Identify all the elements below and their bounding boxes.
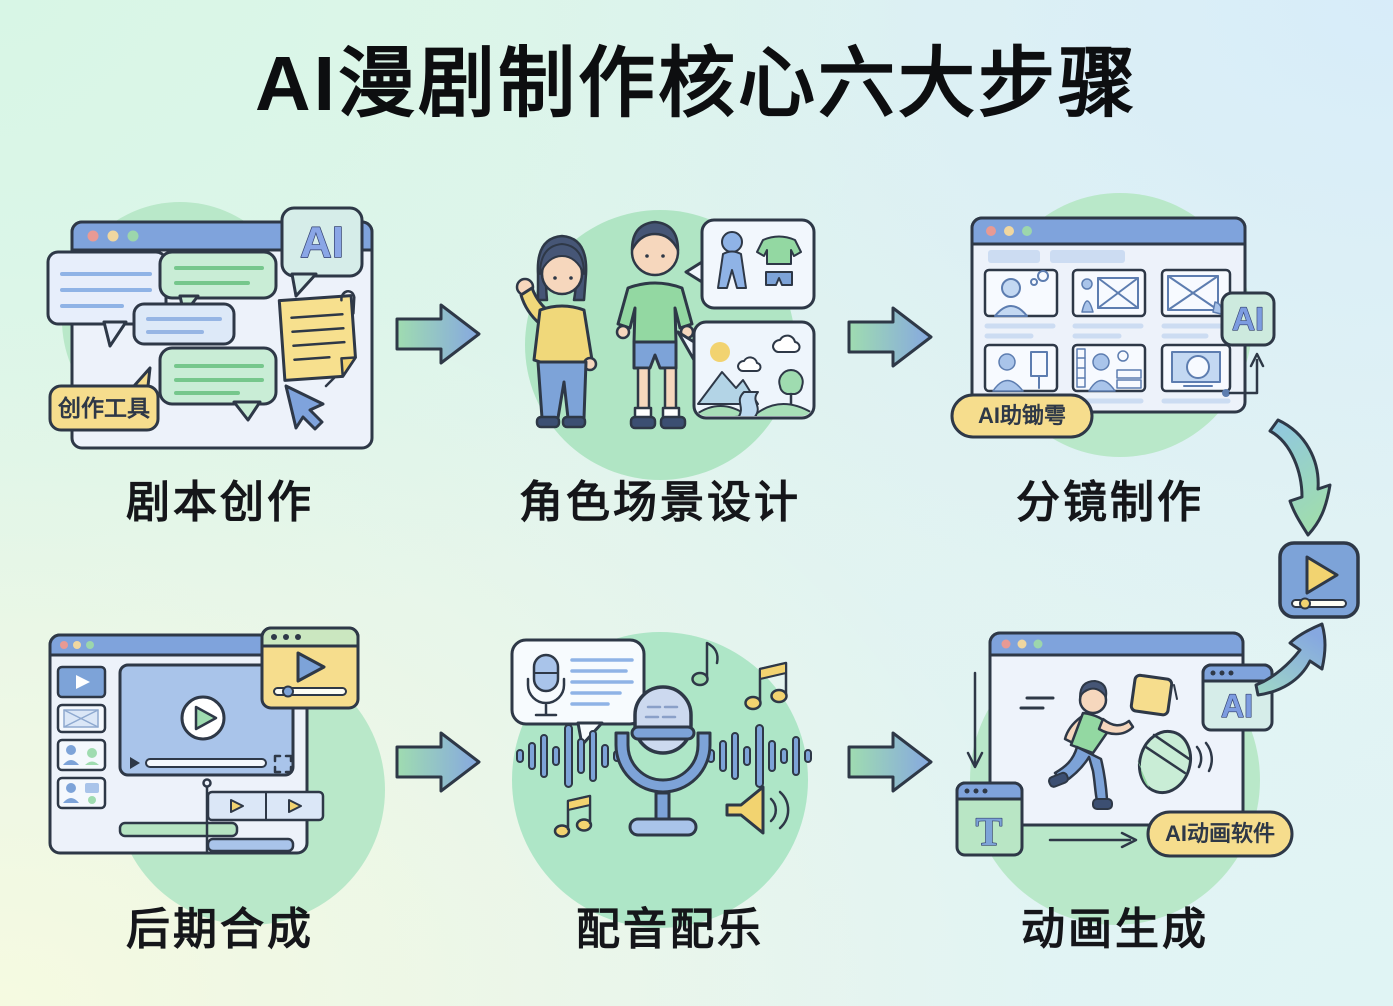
character-design-bubble [684, 218, 816, 310]
tool-tag-label: 创作工具 [57, 395, 150, 421]
text-tool-label: T [976, 809, 1003, 854]
media-thumbnail-2 [56, 703, 107, 734]
floating-card-icon [1129, 673, 1178, 717]
text-lines [570, 658, 634, 706]
tool-tag: 创作工具 [48, 366, 160, 432]
media-thumbnail-3 [56, 738, 107, 772]
scene-design-bubble [676, 320, 816, 420]
shorts-icon [765, 271, 793, 286]
figure-silhouette-icon [717, 231, 747, 289]
arrow-compositing-to-dubbing [393, 728, 483, 798]
ai-software-window: AI [1201, 663, 1274, 732]
storyboard-frame-5 [1071, 343, 1147, 393]
speaker-icon [725, 785, 790, 835]
step-script-panel: AI 创作工具 [30, 190, 410, 490]
waveform-icon [707, 724, 812, 788]
text-tool-window: T [955, 781, 1024, 857]
step-compositing-panel [30, 615, 410, 950]
media-thumbnail-1 [56, 665, 107, 699]
fullscreen-icon [273, 754, 293, 774]
video-player-icon [118, 663, 295, 777]
caption-character: 角色场景设计 [519, 478, 801, 527]
arrow-right-icon [847, 731, 933, 793]
media-thumbnail-4 [56, 776, 107, 810]
arrow-right-small-icon [1048, 831, 1138, 849]
storyboard-frame-4 [983, 343, 1059, 393]
preview-window [260, 626, 360, 710]
traffic-dot-yellow [107, 230, 119, 242]
output-flow [1240, 395, 1393, 725]
ai-badge-icon: AI [1220, 291, 1276, 347]
assistant-tag-label: AI助锄雩 [978, 403, 1066, 428]
traffic-dot-green [127, 230, 139, 242]
caption-script: 剧本创作 [126, 478, 314, 527]
caption-storyboard: 分镜制作 [1016, 478, 1204, 527]
chat-bubble-green-1-icon [158, 250, 278, 316]
step-animation-panel: AI T AI动画软件 [925, 615, 1345, 950]
arrow-character-to-storyboard [845, 303, 935, 373]
cursor-icon [284, 376, 336, 431]
sun-icon [710, 342, 730, 362]
storyboard-frame-3 [1160, 268, 1232, 318]
arrow-script-to-character [393, 300, 483, 370]
ai-badge-label: AI [300, 218, 344, 267]
software-tag-label: AI动画软件 [1165, 821, 1275, 846]
arrow-curved-up-icon [1254, 622, 1327, 697]
step-dubbing-panel [490, 615, 850, 950]
page-title: AI漫剧制作核心六大步骤 [255, 41, 1138, 127]
arrow-right-icon [847, 306, 933, 368]
spinning-ball-icon [1136, 729, 1213, 795]
play-video-icon [1278, 541, 1360, 619]
chat-bubble-green-2-icon [158, 346, 278, 422]
connector-arrow-up-icon [1222, 352, 1265, 397]
caption-compositing: 后期合成 [126, 905, 314, 954]
man-character [615, 220, 695, 430]
arrow-down-icon [966, 671, 984, 769]
assistant-tag: AI助锄雩 [950, 393, 1094, 439]
river-icon [737, 391, 759, 416]
animation-window [988, 631, 1245, 827]
ai-badge-label: AI [1232, 301, 1264, 337]
microphone-icon [614, 685, 712, 837]
storyboard-window [970, 216, 1247, 414]
cloud-icon [771, 334, 801, 353]
music-note-icon [553, 794, 593, 838]
caption-dubbing: 配音配乐 [576, 905, 764, 954]
storyboard-frame-1 [983, 268, 1059, 318]
step-storyboard-panel: AI AI助锄雩 [935, 190, 1285, 490]
software-tag: AI动画软件 [1146, 810, 1294, 858]
arrow-curved-down-icon [1268, 418, 1332, 537]
arrow-dubbing-to-animation [845, 728, 935, 798]
running-character-icon [1019, 680, 1135, 810]
music-note-icon [691, 641, 719, 687]
step-character-panel [480, 190, 840, 490]
timeline-icon [118, 778, 325, 853]
ai-badge-icon: AI [280, 206, 364, 298]
chat-bubble-blue-icon [132, 302, 236, 346]
storyboard-frame-2 [1071, 268, 1147, 318]
caption-animation: 动画生成 [1021, 905, 1209, 954]
editor-window [48, 633, 325, 855]
paperclip-icon [340, 290, 356, 315]
ai-window-label: AI [1221, 688, 1253, 724]
waveform-icon [516, 724, 621, 788]
music-note-icon [744, 661, 788, 711]
cloud-icon [737, 356, 762, 372]
sweater-icon [756, 235, 802, 265]
sticky-note-icon [277, 290, 357, 382]
arrow-right-icon [395, 303, 481, 365]
mic-small-icon [526, 653, 566, 717]
woman-character [515, 234, 598, 429]
storyboard-frame-6 [1160, 343, 1232, 393]
arrow-right-icon [395, 731, 481, 793]
traffic-dot-red [87, 230, 99, 242]
